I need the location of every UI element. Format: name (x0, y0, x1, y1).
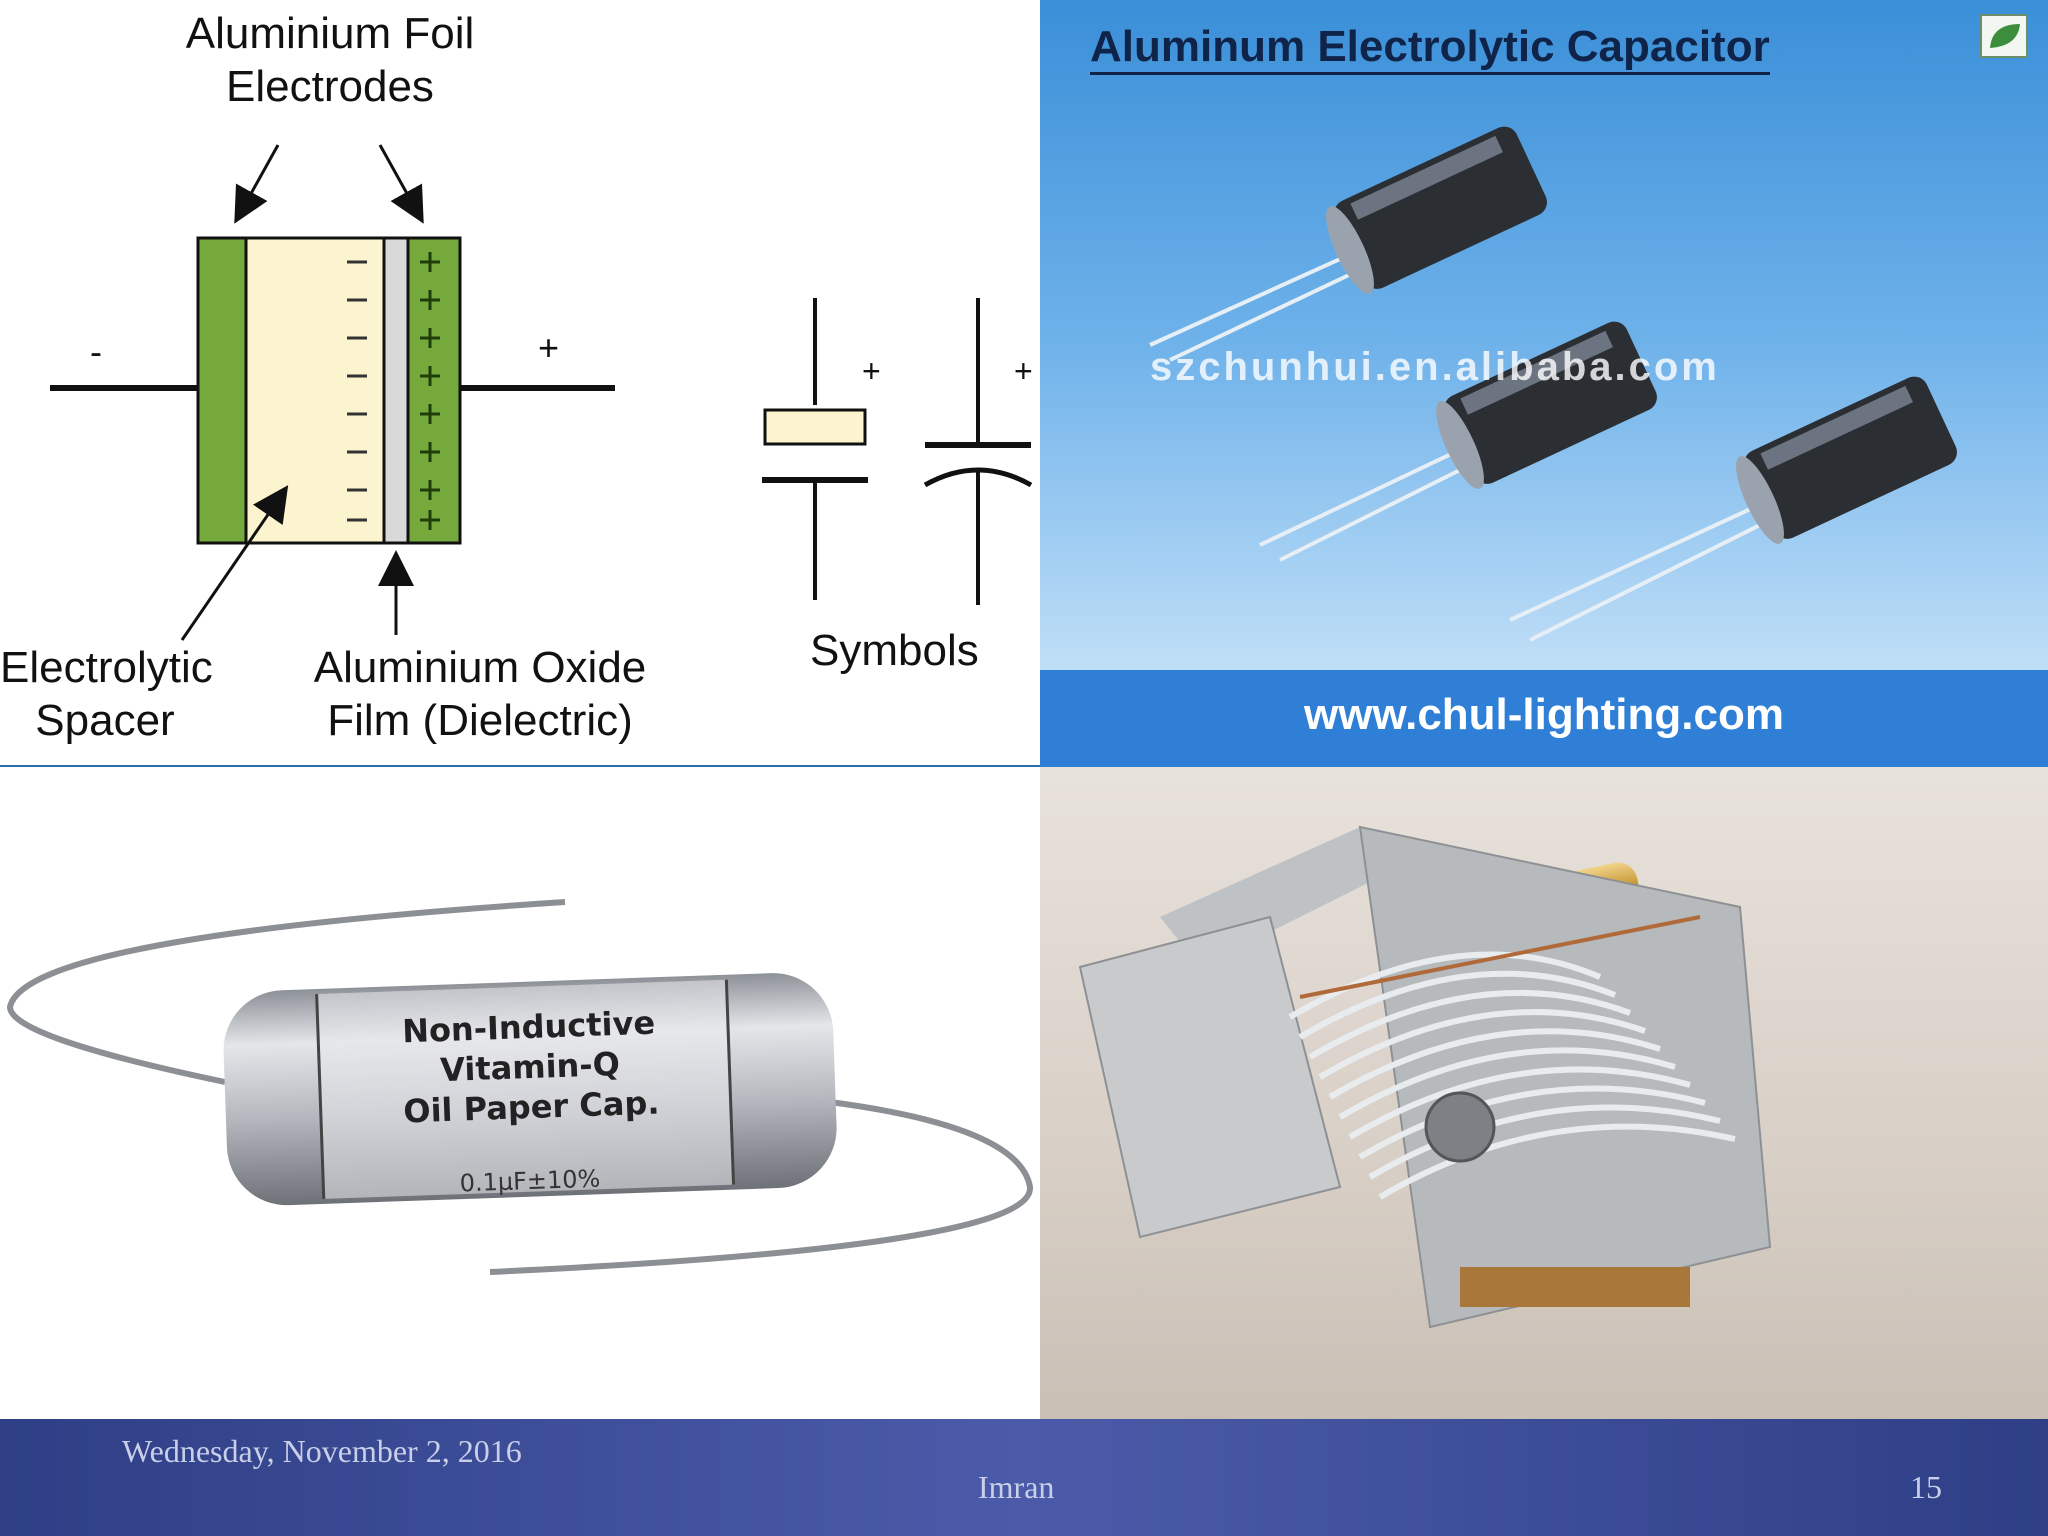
leaf-logo-icon (1980, 14, 2028, 58)
aluminum-photo-title: Aluminum Electrolytic Capacitor (1090, 22, 1770, 75)
capacitor-structure-diagram: Aluminium Foil Electrodes (0, 0, 1040, 767)
photo-footer-url: www.chul-lighting.com (1040, 670, 2048, 767)
arrow-foil-right (378, 144, 424, 224)
oxide-label-line2: Film (Dielectric) (327, 695, 633, 745)
capacitor-plates (1288, 951, 1736, 1200)
oxide-label: Aluminium Oxide Film (Dielectric) (310, 642, 650, 748)
aluminum-capacitor-photo: Aluminum Electrolytic Capacitor (1040, 0, 2048, 767)
oxide-label-line1: Aluminium Oxide (313, 643, 647, 692)
oxide-film (382, 236, 410, 545)
diagram-drawing (50, 144, 1033, 641)
arrow-foil-left (234, 144, 280, 224)
oil-capacitor-label: Non-Inductive Vitamin-Q Oil Paper Cap. (318, 1000, 742, 1135)
mounting-screw (1424, 1091, 1496, 1163)
symbol-polarized-plate (763, 408, 867, 446)
minus-sign: - (90, 331, 102, 372)
negative-electrode (196, 236, 248, 545)
oil-capacitor-image (6, 899, 1034, 1275)
slide-footer: Wednesday, November 2, 2016 Imran 15 (0, 1419, 2048, 1536)
spacer-label-line2: Spacer (35, 695, 175, 745)
symbol-plus-2: + (1014, 353, 1033, 389)
oil-paper-capacitor-photo: Non-Inductive Vitamin-Q Oil Paper Cap. 0… (0, 767, 1040, 1419)
frame-left-plate (1078, 915, 1342, 1239)
negative-charges (347, 260, 367, 522)
watermark-text: szchunhui.en.alibaba.com (1150, 345, 1720, 389)
positive-charges (420, 252, 440, 530)
capacitor-1 (1149, 126, 1547, 362)
panel-divider (0, 765, 1040, 767)
terminal-strip (1460, 1267, 1690, 1307)
oil-capacitor-label-area (316, 979, 734, 1199)
arrow-spacer (180, 485, 289, 641)
foil-label-line1: Aluminium Foil (185, 9, 475, 58)
foil-electrodes-label: Aluminium Foil Electrodes (170, 8, 490, 114)
foil-label-line2: Electrodes (226, 61, 434, 111)
variable-capacitor-photo (1040, 767, 2048, 1419)
plus-sign: + (538, 327, 560, 368)
capacitor-3 (1509, 376, 1957, 642)
symbols-label: Symbols (810, 626, 979, 675)
variable-capacitor-image (1078, 825, 1772, 1329)
copper-rod (1299, 915, 1701, 999)
symbol-plus-1: + (862, 353, 881, 389)
oil-capacitor-right-lead (489, 1099, 1034, 1275)
spacer-label-line1: Electrolytic (0, 643, 213, 692)
electrolytic-spacer (244, 236, 386, 545)
oil-capacitor-left-lead (6, 899, 566, 1085)
electrolytic-capacitors-image (1149, 126, 1957, 642)
footer-page-number: 15 (1910, 1469, 1942, 1505)
spacer-label: Electrolytic Spacer (0, 642, 213, 748)
positive-electrode (406, 236, 462, 545)
capacitor-2 (1259, 321, 1657, 562)
footer-date: Wednesday, November 2, 2016 (122, 1433, 522, 1469)
footer-author: Imran (978, 1469, 1055, 1505)
